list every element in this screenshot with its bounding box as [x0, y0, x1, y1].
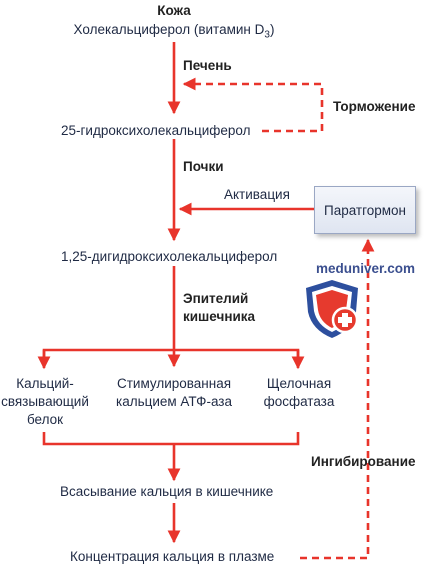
epithelium-line1: Эпителий: [183, 291, 249, 306]
bracket-bottom: [42, 432, 300, 446]
epithelium-label: Эпителий кишечника: [183, 290, 255, 326]
protein-line1: Кальций-: [16, 376, 74, 391]
hydroxy25-label: 25-гидроксихолекальциферол: [61, 123, 251, 138]
epithelium-line2: кишечника: [183, 309, 256, 324]
dihydroxy-label: 1,25-дигидроксихолекальциферол: [61, 249, 278, 264]
phosphatase-label: Щелочная фосфатаза: [254, 375, 344, 411]
atpase-line1: Стимулированная: [116, 376, 232, 391]
skin-subscript: 3: [264, 29, 270, 41]
inhibiting-loop: [300, 238, 375, 560]
plasma-label: Концентрация кальция в плазме: [70, 549, 275, 564]
inhibition-loop: [182, 77, 324, 133]
protein-line3: белок: [26, 412, 64, 427]
parathormone-box: Паратгормон: [314, 186, 416, 234]
inhibiting-label: Ингибирование: [311, 454, 416, 469]
atpase-line2: кальцием АТФ-аза: [116, 394, 232, 409]
protein-label: Кальций- связывающий белок: [0, 375, 90, 429]
kidneys-label: Почки: [183, 159, 224, 174]
activation-label: Активация: [224, 187, 290, 202]
atpase-label: Стимулированная кальцием АТФ-аза: [104, 375, 244, 411]
shield-logo: [306, 280, 359, 338]
liver-label: Печень: [183, 58, 232, 73]
parathormone-label: Паратгормон: [323, 202, 406, 218]
skin-subtitle: Холекальциферол (витамин D3): [54, 22, 294, 44]
phosphatase-line1: Щелочная: [266, 376, 332, 391]
skin-subtitle-close: ): [269, 22, 275, 37]
protein-line2: связывающий: [1, 394, 89, 409]
absorption-label: Всасывание кальция в кишечнике: [60, 484, 274, 499]
skin-title: Кожа: [157, 3, 191, 18]
skin-subtitle-text: Холекальциферол (витамин D: [73, 22, 265, 37]
watermark: meduniver.com: [316, 261, 416, 276]
inhibition-label: Торможение: [333, 99, 416, 114]
phosphatase-line2: фосфатаза: [263, 394, 335, 409]
bracket-top: [42, 348, 300, 366]
